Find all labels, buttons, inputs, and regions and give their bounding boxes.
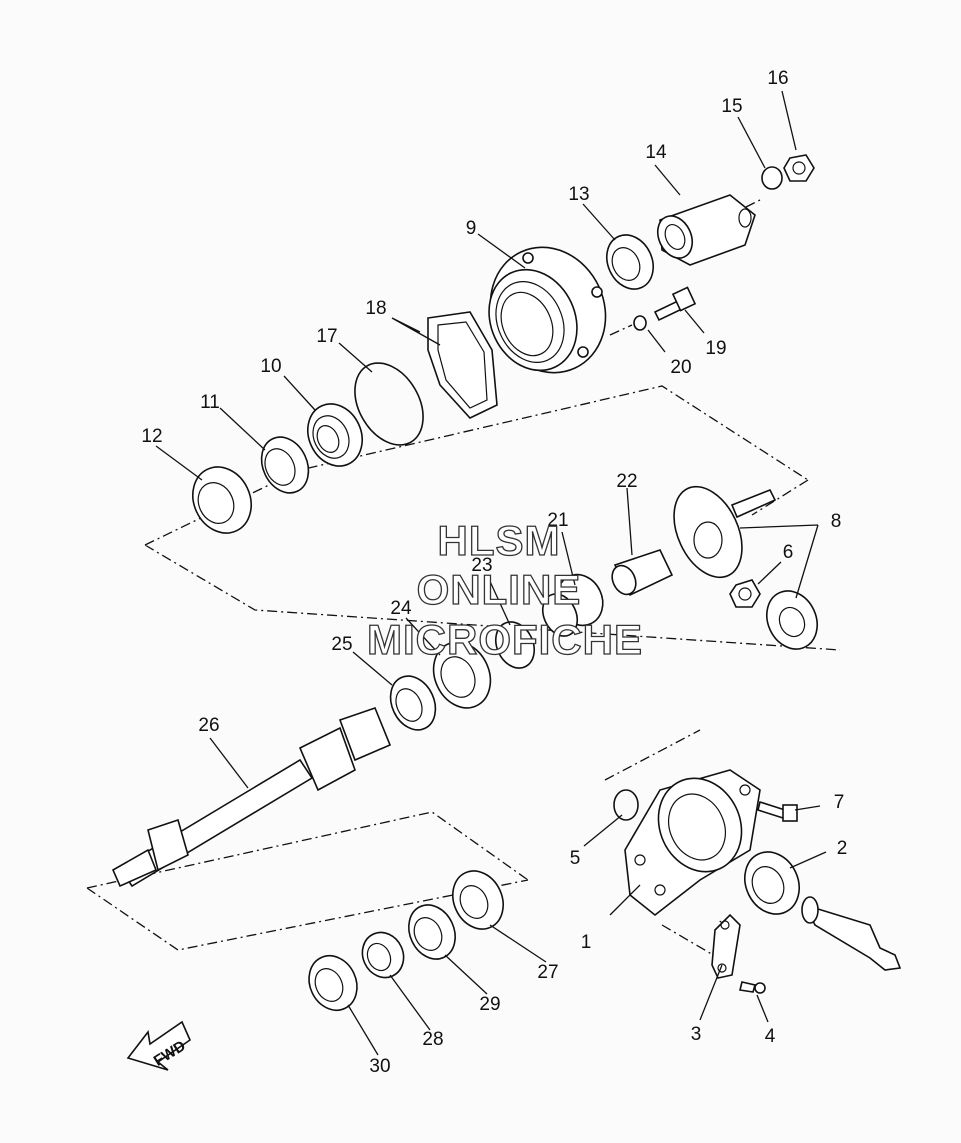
callout-23: 23 bbox=[471, 555, 492, 576]
part-9-housing bbox=[488, 246, 607, 374]
part-29-ring-nut bbox=[408, 904, 456, 960]
part-28-collar bbox=[361, 931, 405, 979]
callout-10: 10 bbox=[260, 356, 281, 377]
part-23-collar bbox=[494, 621, 536, 669]
part-27-bearing bbox=[452, 870, 504, 930]
part-25-seal bbox=[389, 675, 437, 731]
part-19-bolt bbox=[653, 286, 697, 322]
callout-4: 4 bbox=[765, 1026, 776, 1047]
part-13-oil-seal bbox=[606, 234, 654, 290]
part-7-bolt bbox=[757, 800, 798, 822]
part-17-o-ring bbox=[354, 362, 424, 446]
callout-17: 17 bbox=[316, 326, 337, 347]
callout-15: 15 bbox=[721, 96, 742, 117]
part-6-nut bbox=[729, 579, 761, 608]
callout-29: 29 bbox=[479, 994, 500, 1015]
callout-13: 13 bbox=[568, 184, 589, 205]
callout-22: 22 bbox=[616, 471, 637, 492]
part-11-ring-nut bbox=[260, 436, 310, 494]
callout-18: 18 bbox=[365, 298, 386, 319]
part-5-o-ring bbox=[613, 789, 639, 821]
watermark: HLSM ONLINE MICROFICHE bbox=[366, 516, 643, 663]
callout-26: 26 bbox=[198, 715, 219, 736]
fwd-arrow-icon: FWD bbox=[126, 1020, 192, 1071]
part-8-gear-set bbox=[673, 485, 818, 650]
callout-30: 30 bbox=[369, 1056, 390, 1077]
callout-12: 12 bbox=[141, 426, 162, 447]
callout-24: 24 bbox=[390, 598, 412, 619]
part-24-bearing bbox=[432, 641, 492, 709]
callout-21: 21 bbox=[547, 510, 568, 531]
callout-2: 2 bbox=[837, 838, 848, 859]
callout-1: 1 bbox=[581, 932, 592, 953]
callout-16: 16 bbox=[767, 68, 788, 89]
callout-7: 7 bbox=[834, 792, 845, 813]
part-10-bearing bbox=[307, 403, 363, 467]
callout-6: 6 bbox=[783, 542, 794, 563]
callout-labels: 1 2 3 4 5 6 7 8 9 10 11 12 13 14 15 16 1… bbox=[141, 68, 847, 1077]
part-20-washer bbox=[633, 315, 647, 331]
callout-20: 20 bbox=[670, 357, 691, 378]
part-14-yoke bbox=[656, 194, 756, 266]
callout-28: 28 bbox=[422, 1029, 443, 1050]
callout-8: 8 bbox=[831, 511, 842, 532]
callout-19: 19 bbox=[705, 338, 726, 359]
watermark-line-2: ONLINE bbox=[417, 566, 582, 613]
callout-5: 5 bbox=[570, 848, 581, 869]
part-3-bracket bbox=[711, 913, 741, 979]
callout-9: 9 bbox=[466, 218, 477, 239]
part-30-oil-seal bbox=[308, 955, 358, 1011]
part-4-screw bbox=[739, 981, 766, 994]
part-26-drive-shaft bbox=[111, 706, 392, 888]
part-1-gear-case bbox=[624, 769, 761, 917]
watermark-line-3: MICROFICHE bbox=[367, 616, 643, 663]
callout-14: 14 bbox=[645, 142, 667, 163]
callout-11: 11 bbox=[200, 392, 220, 413]
callout-3: 3 bbox=[691, 1024, 702, 1045]
callout-25: 25 bbox=[331, 634, 352, 655]
part-22-coupler bbox=[611, 549, 674, 597]
part-15-washer bbox=[761, 166, 783, 190]
callout-27: 27 bbox=[537, 962, 558, 983]
part-21-gear bbox=[541, 573, 604, 637]
part-12-oil-seal bbox=[192, 466, 252, 534]
part-16-nut bbox=[783, 154, 815, 182]
watermark-line-1: HLSM bbox=[438, 517, 561, 564]
part-18-gasket bbox=[427, 311, 498, 419]
part-2-bearing bbox=[744, 851, 800, 915]
output-shaft-splined bbox=[801, 896, 902, 971]
leader-lines bbox=[155, 90, 827, 1056]
